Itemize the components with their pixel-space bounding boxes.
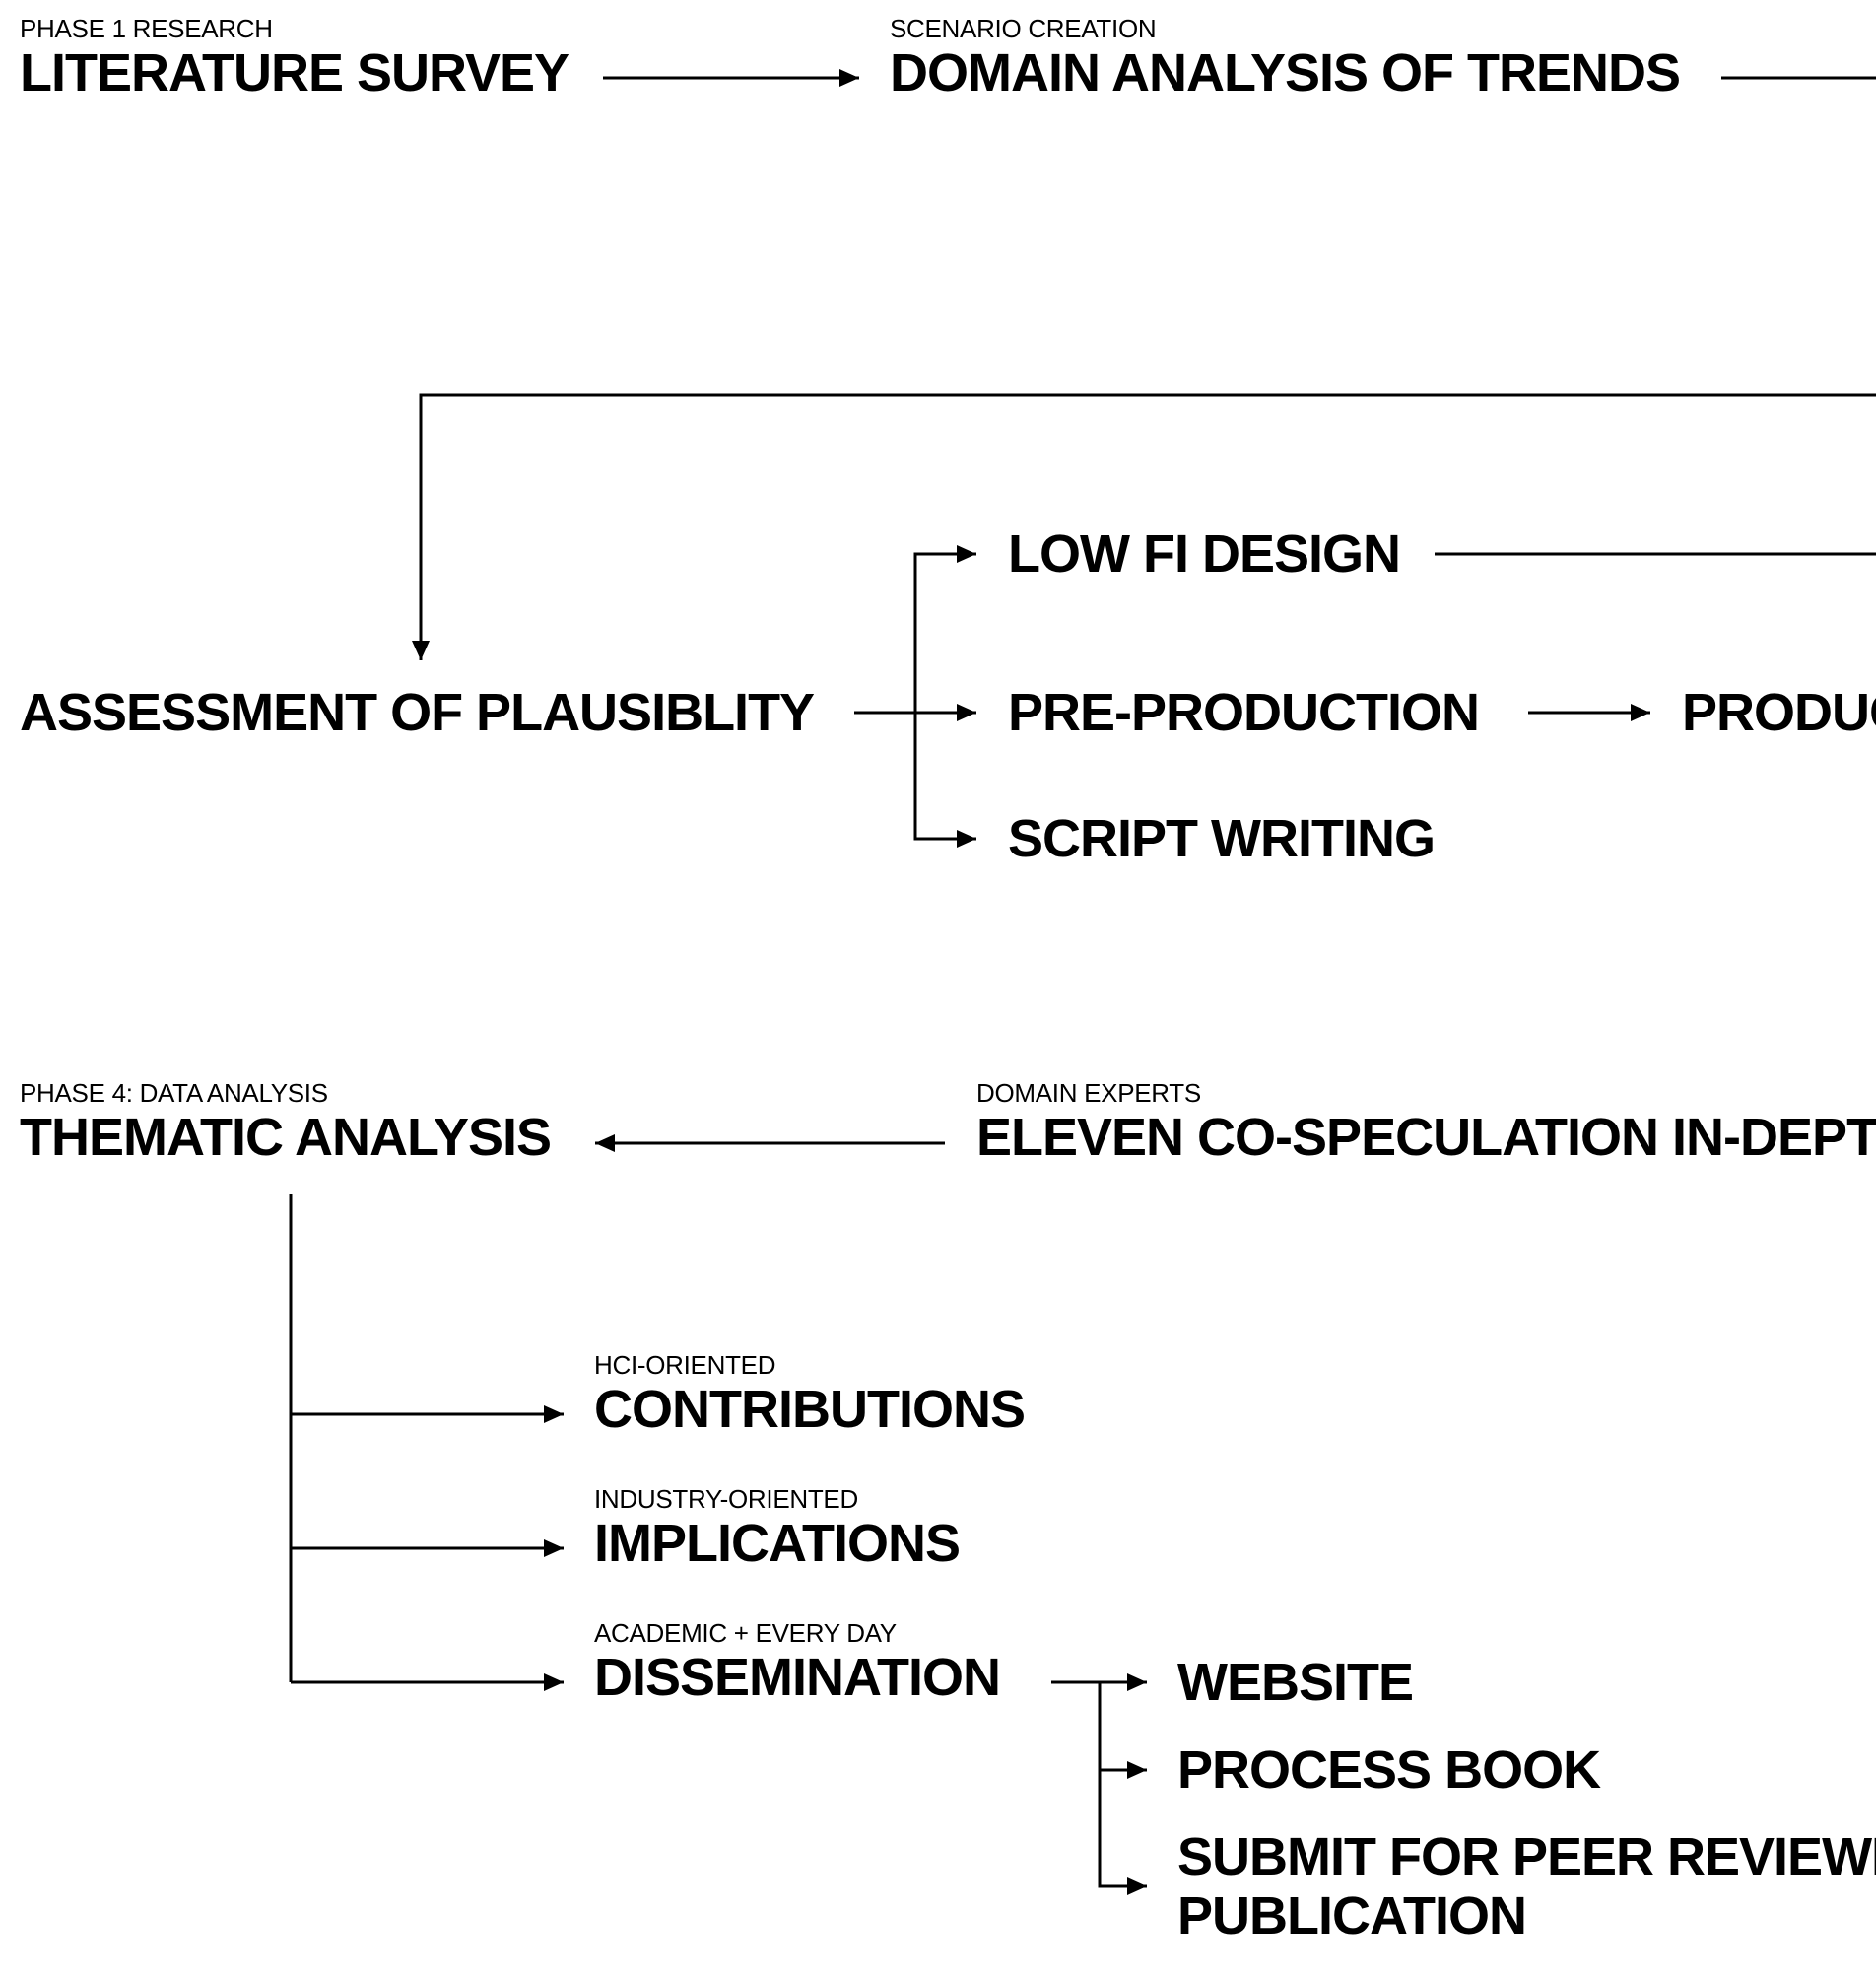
arrow-branch-to-processbook	[1098, 1682, 1147, 1779]
arrow-branch-to-peerreview	[1098, 1770, 1147, 1895]
node-literature-survey: PHASE 1 RESEARCH LITERATURE SURVEY	[20, 14, 570, 102]
node-domain-analysis: SCENARIO CREATION DOMAIN ANALYSIS OF TRE…	[890, 14, 1681, 102]
node-title: PRE-PRODUCTION	[1008, 683, 1480, 742]
node-title: SCRIPT WRITING	[1008, 809, 1436, 868]
node-title: THEMATIC ANALYSIS	[20, 1108, 552, 1167]
node-pre-production: PRE-PRODUCTION	[1008, 682, 1480, 743]
node-implications: INDUSTRY-ORIENTED IMPLICATIONS	[594, 1484, 961, 1573]
output-caption: ACADEMIC + EVERY DAY	[594, 1618, 897, 1648]
node-title: LITERATURE SURVEY	[20, 43, 570, 102]
node-dissemination: ACADEMIC + EVERY DAY DISSEMINATION	[594, 1618, 1001, 1707]
phase-caption: SCENARIO CREATION	[890, 14, 1157, 43]
node-co-speculation: DOMAIN EXPERTS ELEVEN CO-SPECULATION IN-…	[976, 1078, 1876, 1167]
node-title: LOW FI DESIGN	[1008, 524, 1401, 583]
node-title-line-1: SUBMIT FOR PEER REVIEWI	[1177, 1827, 1876, 1886]
phase-caption: DOMAIN EXPERTS	[976, 1078, 1201, 1108]
arrow-return-to-assessment	[412, 393, 1876, 660]
node-title: PROCESS BOOK	[1177, 1740, 1601, 1800]
node-title: ELEVEN CO-SPECULATION IN-DEPT	[976, 1108, 1876, 1167]
node-assessment-of-plausibility: ASSESSMENT OF PLAUSIBLITY	[20, 682, 815, 743]
output-caption: HCI-ORIENTED	[594, 1350, 776, 1380]
node-website: WEBSITE	[1177, 1652, 1414, 1713]
node-low-fi-design: LOW FI DESIGN	[1008, 523, 1401, 584]
node-title: DOMAIN ANALYSIS OF TRENDS	[890, 43, 1681, 102]
node-title: DISSEMINATION	[594, 1648, 1001, 1707]
node-title: IMPLICATIONS	[594, 1514, 961, 1573]
node-title: CONTRIBUTIONS	[594, 1380, 1026, 1439]
node-title-line-2: PUBLICATION	[1177, 1886, 1527, 1945]
arrow-branch-to-lowfi	[913, 545, 976, 713]
node-title: WEBSITE	[1177, 1653, 1414, 1712]
node-title: PRODUC	[1682, 683, 1876, 742]
arrow-branch-to-script	[913, 713, 976, 848]
phase-caption: PHASE 1 RESEARCH	[20, 14, 273, 43]
output-caption: INDUSTRY-ORIENTED	[594, 1484, 858, 1514]
node-contributions: HCI-ORIENTED CONTRIBUTIONS	[594, 1350, 1026, 1439]
phase-caption: PHASE 4: DATA ANALYSIS	[20, 1078, 328, 1108]
node-production: PRODUC	[1682, 682, 1876, 743]
node-thematic-analysis: PHASE 4: DATA ANALYSIS THEMATIC ANALYSIS	[20, 1078, 552, 1167]
node-process-book: PROCESS BOOK	[1177, 1739, 1601, 1801]
node-peer-review-publication: SUBMIT FOR PEER REVIEWI PUBLICATION	[1177, 1827, 1876, 1945]
node-script-writing: SCRIPT WRITING	[1008, 808, 1436, 869]
node-title: ASSESSMENT OF PLAUSIBLITY	[20, 683, 815, 742]
